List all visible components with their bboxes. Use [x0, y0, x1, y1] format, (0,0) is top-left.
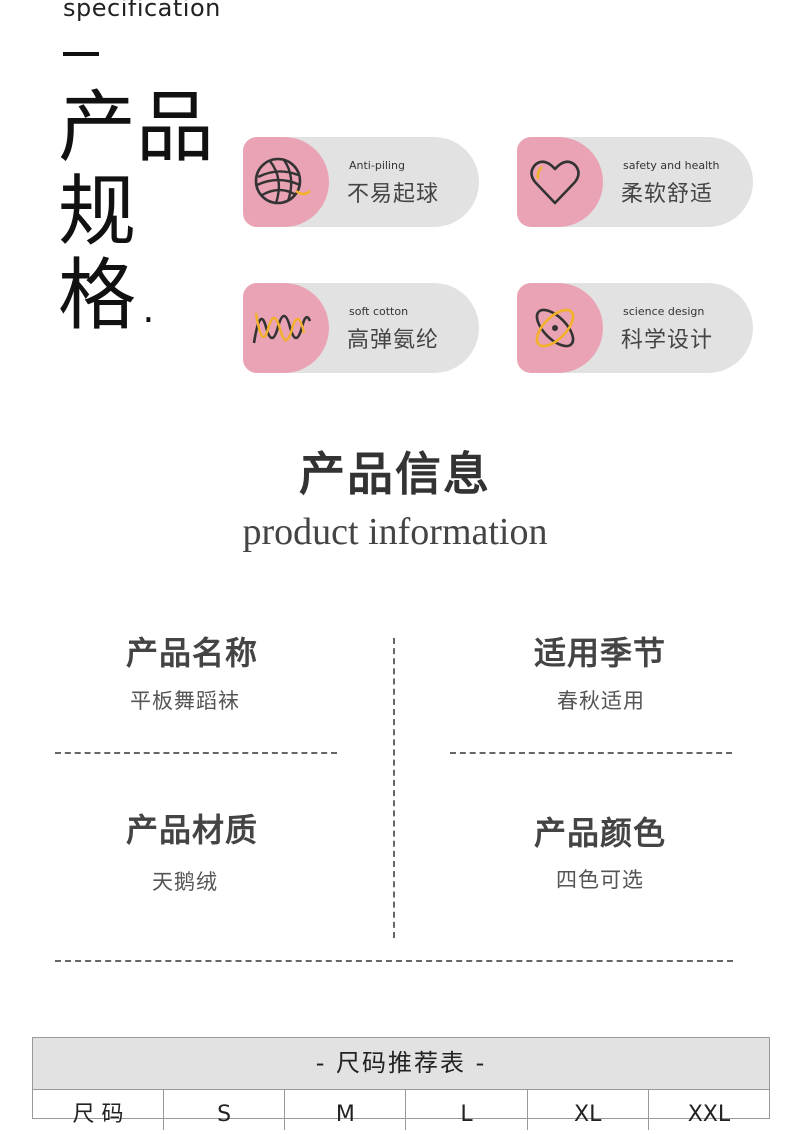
feature-zh: 科学设计: [621, 328, 714, 353]
size-table-header: - 尺码推荐表 -: [33, 1038, 769, 1090]
yarn-ball-icon: [254, 157, 311, 205]
orbit-icon: [535, 308, 575, 348]
heading-dash: [63, 52, 99, 56]
spec-heading-en: specification: [63, 0, 221, 22]
info-label-color: 产品颜色: [533, 814, 666, 852]
divider: [55, 960, 733, 962]
divider: [450, 752, 732, 754]
feature-zh: 不易起球: [347, 182, 440, 207]
feature-zh: 柔软舒适: [621, 182, 714, 207]
divider-vertical: [393, 638, 395, 938]
feature-badge-science: science design 科学设计: [517, 283, 753, 373]
feature-en: Anti-piling: [349, 159, 405, 172]
info-label-material: 产品材质: [125, 811, 258, 849]
size-table-row: 尺 码 S M L XL XXL: [33, 1090, 769, 1130]
size-header-cell: L: [406, 1090, 528, 1130]
feature-badge-anti-piling: Anti-piling 不易起球: [243, 137, 479, 227]
size-header-cell: XXL: [687, 1102, 731, 1127]
title-line-1: 产品: [58, 83, 215, 173]
feature-badge-elastic: soft cotton 高弹氨纶: [243, 283, 479, 373]
feature-zh: 高弹氨纶: [347, 328, 440, 353]
info-value-material: 天鹅绒: [152, 870, 218, 894]
feature-en: safety and health: [623, 159, 720, 172]
elastic-wave-icon: [252, 312, 312, 344]
size-header-cell: S: [164, 1090, 286, 1130]
title-line-2: 规格.: [58, 167, 161, 341]
info-value-season: 春秋适用: [557, 689, 645, 713]
info-label-name: 产品名称: [125, 634, 258, 672]
divider: [55, 752, 337, 754]
info-label-season: 适用季节: [533, 634, 666, 672]
size-table-title: 尺码推荐表: [336, 1049, 466, 1077]
info-value-name: 平板舞蹈袜: [130, 689, 240, 713]
info-subtitle: product information: [242, 511, 548, 553]
size-header-cell: 尺 码: [33, 1090, 164, 1130]
size-header-cell: XL: [528, 1090, 649, 1130]
spec-heading-zh: 产品 规格.: [58, 86, 238, 338]
size-table: - 尺码推荐表 - 尺 码 S M L XL XXL: [32, 1037, 770, 1130]
feature-en: science design: [623, 305, 705, 318]
size-header-cell: M: [285, 1090, 407, 1130]
feature-en: soft cotton: [349, 305, 409, 318]
info-value-color: 四色可选: [556, 868, 644, 892]
info-title: 产品信息: [299, 447, 491, 501]
feature-badge-safety: safety and health 柔软舒适: [517, 137, 753, 227]
heart-icon: [530, 160, 580, 205]
